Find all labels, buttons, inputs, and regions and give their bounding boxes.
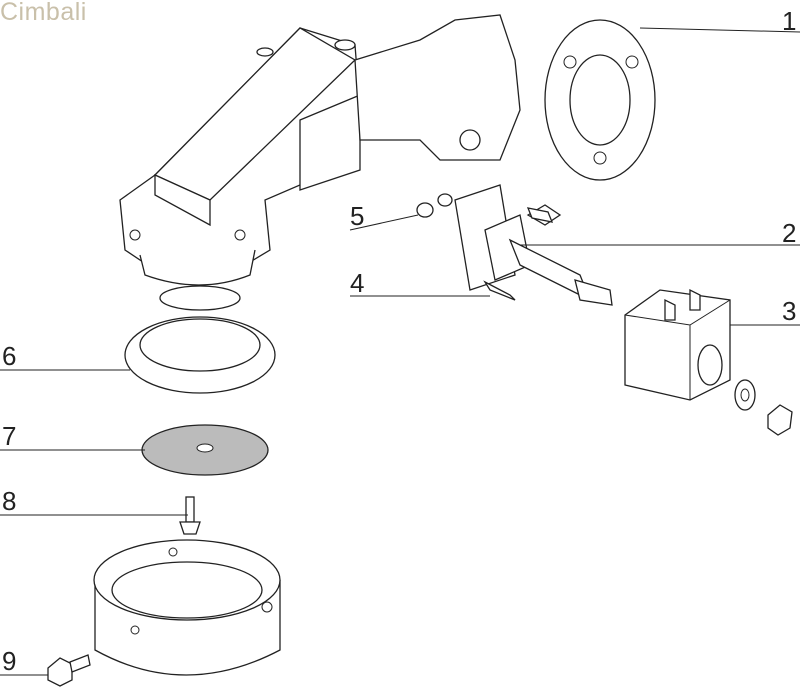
group-head (119, 14, 521, 311)
valve-part-2 (454, 184, 613, 306)
coil-part-3 (624, 288, 793, 436)
callout-3: 3 (782, 296, 797, 326)
o-rings-part-5 (416, 193, 453, 218)
bolt-part-9 (47, 207, 554, 687)
shower-screen-part-7 (141, 424, 269, 476)
leader-lines (0, 27, 800, 676)
screw-part-8 (179, 496, 201, 535)
callout-1: 1 (782, 6, 797, 36)
brand-logo: Cimbali (0, 0, 87, 26)
callout-9: 9 (2, 646, 17, 676)
flange-part-1 (544, 19, 656, 181)
base-ring (93, 539, 281, 676)
gasket-part-6 (124, 316, 276, 394)
callout-4: 4 (350, 268, 365, 298)
callout-8: 8 (2, 486, 17, 516)
callout-7: 7 (2, 421, 17, 451)
callout-5: 5 (350, 201, 365, 231)
callout-6: 6 (2, 341, 17, 371)
callout-2: 2 (782, 218, 797, 248)
